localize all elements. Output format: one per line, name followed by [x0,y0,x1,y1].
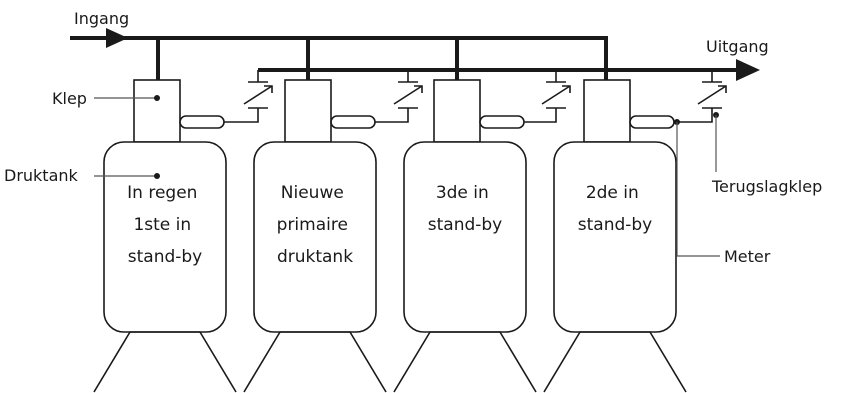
check-valve-branch-1 [224,70,273,123]
valve-leader-dot [154,95,160,101]
valve-head-2 [284,79,332,143]
outlet-arrow [736,59,760,81]
tank-stand-1 [93,331,237,393]
meter-tube-2 [330,115,376,129]
pressure-tank-label: Druktank [4,166,79,185]
tank-1-label: In regen 1ste in stand-by [127,183,203,267]
valve-head-4 [583,79,631,143]
pressure-tank-3 [403,141,527,333]
check-valve-branch-2 [375,70,423,123]
inlet-arrow [106,28,128,48]
meter-tube-3 [479,115,525,129]
tank-stand-4 [543,331,687,393]
tank-4-label: 2de in stand-by [578,183,653,235]
meter-tube-1 [179,115,225,129]
pressure-tank-leader-dot [154,173,160,179]
valve-label: Klep [52,89,87,108]
meter-tube-4 [629,115,675,129]
tank-stand-3 [393,331,537,393]
valve-head-3 [433,79,481,143]
valve-head-1 [133,79,181,143]
tank-2-label: Nieuwe primaire druktank [277,183,354,267]
check-valve-branch-4 [674,70,727,123]
pressure-tank-1 [103,141,227,333]
check-valve-label: Terugslagklep [711,177,822,196]
inlet-label: Ingang [74,9,129,28]
pressure-tank-2 [253,141,377,333]
check-valve-branch-3 [524,70,571,123]
tank-stand-2 [243,331,387,393]
meter-leader [676,122,720,257]
tank-3-label: 3de in stand-by [428,183,503,235]
outlet-label: Uitgang [706,37,769,56]
pressure-tank-4 [553,141,677,333]
meter-label: Meter [724,247,771,266]
